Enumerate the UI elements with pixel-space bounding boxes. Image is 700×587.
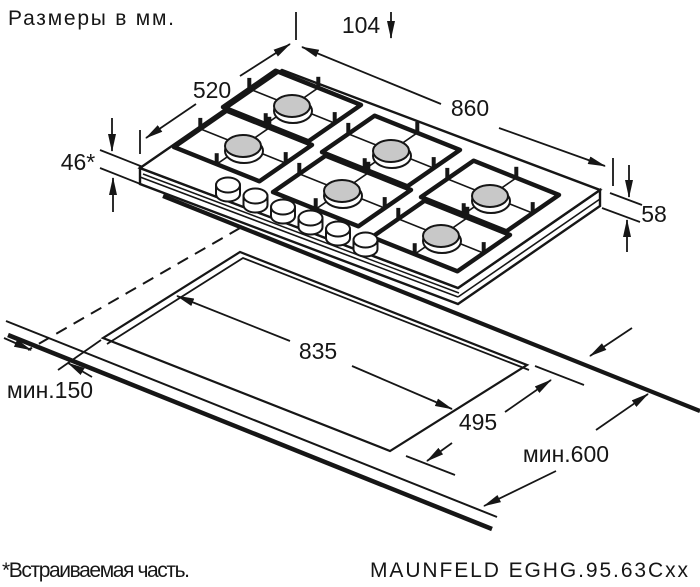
control-knob[interactable] (270, 198, 296, 216)
hob-body-lip-front (139, 176, 459, 298)
dim-835-b (351, 365, 453, 410)
ext-58-top (609, 192, 643, 206)
control-knob[interactable] (297, 209, 324, 227)
knob-group (215, 176, 379, 258)
dim-label-46: 46* (61, 149, 96, 175)
counter-front-edge-bottom (7, 332, 493, 532)
ext-495-top (534, 365, 585, 386)
burner-cap (422, 224, 460, 248)
burner-cap (471, 184, 509, 208)
dim-label-835: 835 (299, 338, 337, 364)
dim-520-b (239, 43, 291, 77)
burner-cap (323, 179, 361, 203)
footnote: *Встраиваемая часть. (2, 559, 190, 582)
arrow-min150-a (3, 337, 32, 351)
cutout-thickness-line (106, 256, 530, 371)
hob (137, 68, 603, 306)
dim-label-860: 860 (451, 95, 489, 121)
counter-front-edge-top (5, 320, 498, 518)
hob-front-rim-line (142, 173, 460, 294)
arrow-min600-c (483, 470, 557, 507)
control-knob[interactable] (215, 176, 241, 194)
dim-label-58: 58 (641, 201, 667, 227)
labels: Размеры в мм. 104 520 860 46* 58 835 495… (2, 7, 689, 582)
hob-body-lip-right (457, 198, 601, 298)
counter-back-edge (162, 194, 700, 413)
dim-835-a (176, 295, 291, 342)
ext-46-top (99, 149, 144, 168)
grate-frame (171, 108, 315, 184)
counter-left-edge-dashed (27, 227, 241, 351)
dim-520-a (145, 103, 197, 139)
countertop (5, 194, 700, 532)
arrow-min600-a (589, 327, 633, 357)
dim-860-a (301, 46, 442, 105)
dim-label-min600: мин.600 (523, 441, 609, 467)
dim-label-520: 520 (193, 77, 231, 103)
grate-frame (270, 153, 414, 229)
dim-label-min150: мин.150 (7, 377, 93, 403)
arrow-min150-b (67, 362, 93, 378)
burner-cap (273, 94, 311, 118)
ext-58-bottom (601, 207, 641, 223)
ext-46-bottom (99, 167, 144, 186)
control-knob[interactable] (242, 187, 269, 205)
control-knob[interactable] (325, 220, 351, 238)
dim-860-b (498, 127, 606, 167)
cutout-outline (100, 250, 530, 453)
dim-label-495: 495 (459, 409, 497, 435)
burner-cap (372, 139, 410, 163)
grate-frame (220, 68, 364, 144)
burner-group (171, 68, 562, 274)
dim-label-104: 104 (342, 12, 381, 38)
grate-frame (418, 158, 562, 234)
model-label: MAUNFELD EGHG.95.63Cxx (370, 559, 689, 582)
hob-top-surface (137, 68, 603, 290)
dim-495-a (504, 379, 552, 413)
dimension-lines (3, 12, 649, 507)
burner-cap (224, 134, 262, 158)
arrow-min600-b (595, 393, 649, 431)
units-note: Размеры в мм. (8, 7, 174, 30)
ext-495-bottom (405, 455, 456, 476)
control-knob[interactable] (352, 231, 379, 249)
dim-495-b (426, 442, 453, 462)
ext-min150 (57, 339, 102, 371)
grate-frame (319, 113, 463, 189)
